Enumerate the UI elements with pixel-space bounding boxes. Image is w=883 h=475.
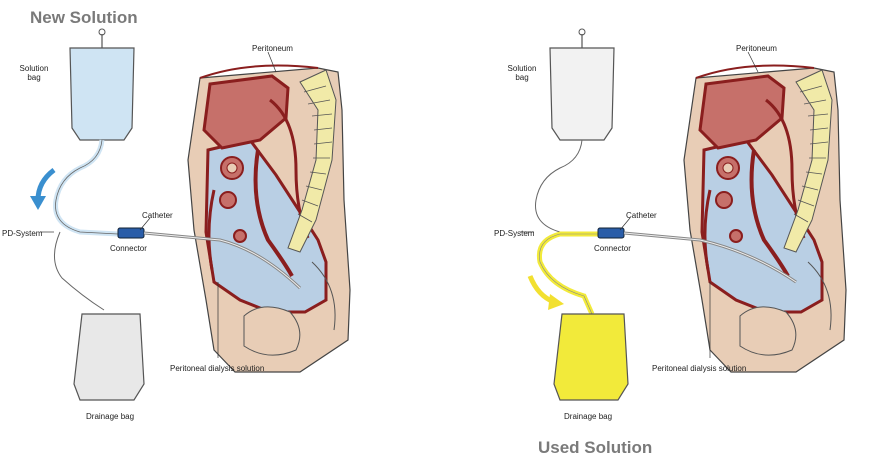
connector-label: Connector [594, 244, 631, 253]
peritoneum-label: Peritoneum [252, 44, 293, 53]
solution-bag-label: Solution bag [507, 64, 537, 82]
drainage-bag-label: Drainage bag [564, 412, 613, 421]
pd-system-label: PD-System [494, 229, 535, 238]
panel-title: Used Solution [538, 438, 653, 457]
solution-bag [69, 28, 135, 141]
peritoneal-dialysis-solution-label: Peritoneal dialysis solution [170, 364, 265, 373]
drainage-bag [73, 313, 145, 401]
peritoneum-label: Peritoneum [736, 44, 777, 53]
peritoneal-dialysis-solution-label: Peritoneal dialysis solution [652, 364, 747, 373]
panel-title: New Solution [30, 8, 138, 27]
drainage-bag [553, 313, 629, 401]
connector-label: Connector [110, 244, 147, 253]
panel-used-solution [520, 28, 848, 401]
solution-bag [549, 28, 615, 141]
pd-system-label: PD-System [2, 229, 43, 238]
panel-new-solution [30, 28, 352, 401]
tubing [53, 139, 119, 237]
solution-bag-label: Solution bag [19, 64, 49, 82]
drainage-bag-label: Drainage bag [86, 412, 135, 421]
catheter-label: Catheter [626, 211, 657, 220]
catheter-label: Catheter [142, 211, 173, 220]
curved-arrow-icon [35, 168, 56, 201]
